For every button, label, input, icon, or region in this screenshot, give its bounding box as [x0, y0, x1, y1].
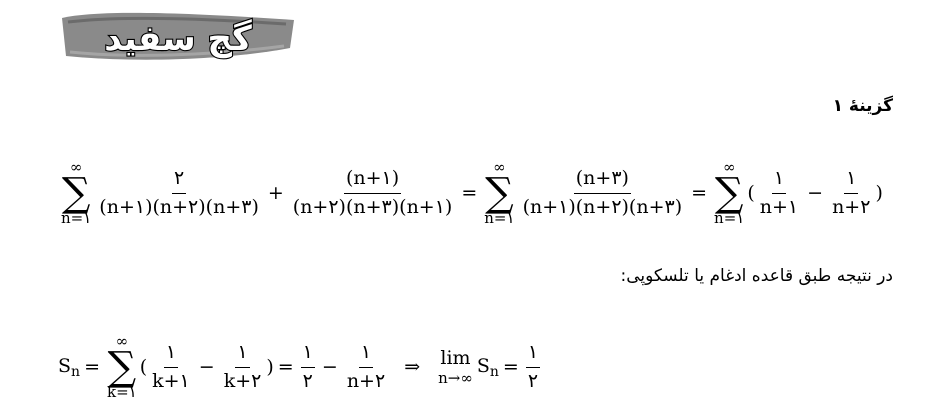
denominator: (n+۱)(n+۲)(n+۳)	[522, 195, 683, 218]
denominator: (n+۲)(n+۳)(n+۱)	[292, 195, 453, 218]
sum-lower: k=۱	[106, 383, 137, 401]
partial-sum-symbol: Sn	[477, 355, 499, 380]
fraction: (n+۳) (n+۱)(n+۲)(n+۳)	[521, 167, 685, 219]
left-paren: (	[139, 356, 148, 378]
numerator: ۱	[771, 167, 787, 194]
equation-2: Sn = ∞ ∑ k=۱ ( ۱ k+۱ − ۱ k+۲ ) = ۱ ۲ − ۱…	[58, 334, 543, 400]
equals-sign: =	[84, 356, 100, 378]
left-paren: (	[747, 182, 755, 204]
implies-arrow: ⇒	[404, 356, 421, 378]
sum-lower: n=۱	[484, 209, 515, 227]
fraction: ۲ (n+۱)(n+۲)(n+۳)	[97, 167, 261, 219]
logo-text: گچ سفید	[104, 19, 252, 59]
numerator: ۱	[844, 167, 859, 194]
sigma-symbol: ∑	[107, 344, 137, 390]
equals-sign: =	[691, 182, 708, 204]
plus-sign: +	[267, 182, 284, 204]
equals-sign: =	[461, 182, 478, 204]
fraction: ۱ n+۲	[830, 167, 872, 219]
right-paren: )	[266, 356, 274, 378]
sum-upper: ∞	[722, 158, 736, 176]
sum-upper: ∞	[69, 158, 83, 176]
denominator: k+۲	[223, 369, 262, 392]
denominator: ۲	[302, 369, 313, 392]
minus-sign: −	[198, 356, 215, 378]
minus-sign: −	[807, 182, 824, 204]
numerator: ۲	[171, 167, 187, 194]
minus-sign: −	[321, 356, 338, 378]
equation-1: ∞ ∑ n=۱ ۲ (n+۱)(n+۲)(n+۳) + (n+۱) (n+۲)(…	[58, 160, 883, 226]
denominator: k+۱	[152, 369, 190, 392]
denominator: n+۲	[832, 195, 871, 218]
numerator: (n+۱)	[343, 167, 402, 194]
sigma-symbol: ∑	[61, 170, 91, 216]
denominator: (n+۱)(n+۲)(n+۳)	[99, 195, 259, 218]
equals-sign: =	[502, 356, 519, 378]
sigma-symbol: ∑	[485, 170, 514, 216]
fraction: ۱ k+۲	[222, 341, 264, 393]
sigma-symbol: ∑	[714, 170, 744, 216]
numerator: ۱	[235, 341, 250, 368]
fraction: ۱ k+۱	[150, 341, 192, 393]
s-letter: S	[58, 354, 72, 377]
sum-lower: n=۱	[714, 209, 745, 227]
subscript: n	[71, 363, 81, 380]
numerator: ۱	[163, 341, 179, 368]
lim-subscript: n→∞	[438, 369, 473, 388]
sum-upper: ∞	[115, 332, 129, 350]
numerator: ۱	[300, 341, 315, 368]
denominator: n+۲	[346, 369, 386, 392]
right-paren: )	[875, 182, 883, 204]
equals-sign: =	[277, 356, 294, 378]
logo-brush-stroke	[62, 12, 294, 60]
numerator: ۱	[358, 341, 374, 368]
telescoping-note: در نتیجه طبق قاعده ادغام یا تلسکوپی:	[620, 266, 893, 286]
subscript: n	[489, 363, 499, 380]
numerator: (n+۳)	[573, 167, 631, 194]
lim-text: lim	[440, 346, 471, 369]
s-letter: S	[476, 354, 490, 377]
numerator: ۱	[525, 341, 541, 368]
partial-sum-symbol: Sn	[58, 355, 80, 380]
summation-3: ∞ ∑ n=۱	[714, 160, 744, 226]
option-label: گزینۀ ۱	[832, 96, 893, 116]
sum-lower: n=۱	[61, 209, 92, 227]
summation-2: ∞ ∑ n=۱	[484, 160, 514, 226]
fraction: ۱ ۲	[525, 341, 541, 393]
logo: گچ سفید	[62, 12, 294, 60]
fraction: ۱ n+۲	[345, 341, 387, 393]
fraction: ۱ ۲	[300, 341, 315, 393]
summation: ∞ ∑ k=۱	[107, 334, 137, 400]
denominator: n+۱	[759, 195, 799, 218]
fraction: ۱ n+۱	[758, 167, 800, 219]
limit: lim n→∞	[438, 347, 473, 388]
summation-1: ∞ ∑ n=۱	[61, 160, 91, 226]
denominator: ۲	[527, 369, 539, 392]
sum-upper: ∞	[493, 158, 506, 176]
fraction: (n+۱) (n+۲)(n+۳)(n+۱)	[291, 167, 455, 219]
